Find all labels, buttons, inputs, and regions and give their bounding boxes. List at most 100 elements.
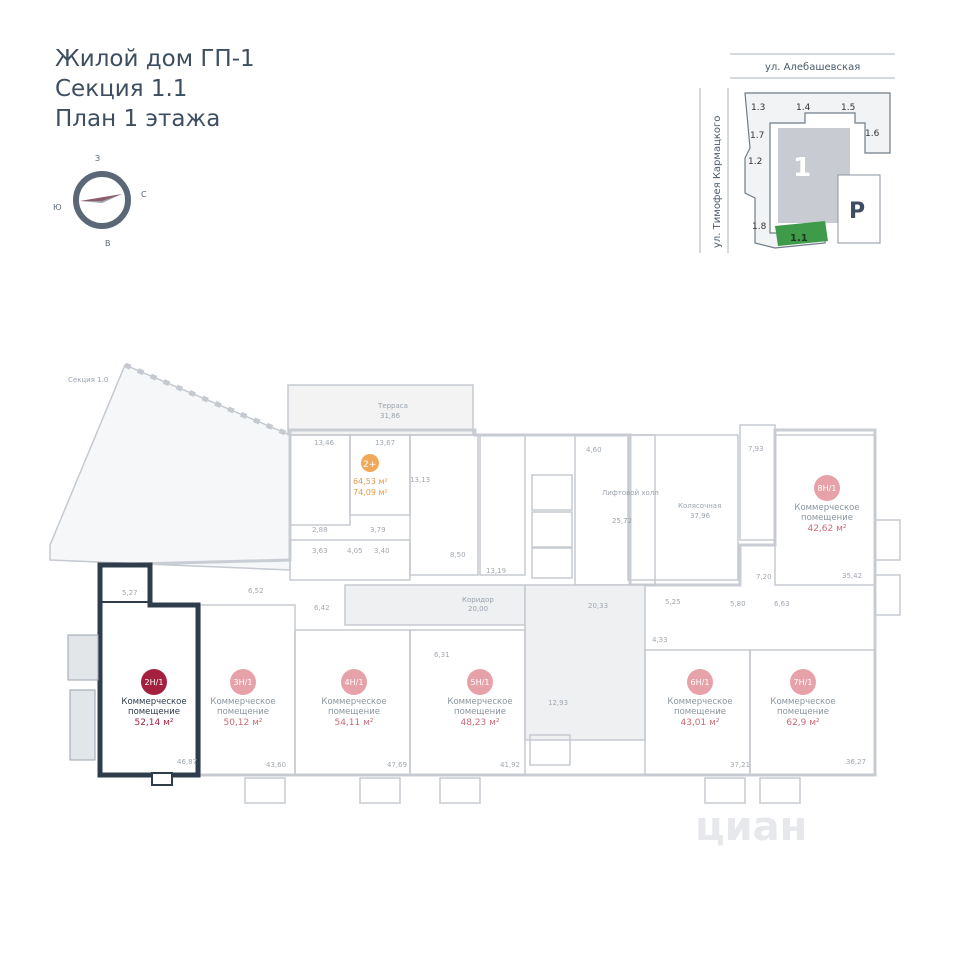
plan-walls xyxy=(49,362,901,804)
unit-area: 62,9 м² xyxy=(786,718,820,728)
floor-plan: 2+ 64,53 м² 74,09 м² Секция 1.0 Терраса … xyxy=(49,362,901,804)
unit-2n1-outline[interactable] xyxy=(67,562,201,786)
apartment-rooms: 2+ xyxy=(363,460,376,470)
unit-type-label: помещение xyxy=(328,707,380,717)
room-area-label: 4,33 xyxy=(652,636,668,644)
key-plan: ул. Алебашевская ул. Тимофея Кармацкого … xyxy=(699,53,895,253)
unit-badge[interactable] xyxy=(341,669,367,695)
keyplan-section-1-8: 1.8 xyxy=(752,222,767,232)
corridor-area: 20,00 xyxy=(468,605,488,613)
room-area-label: 12,93 xyxy=(548,699,568,707)
room-area-label: 6,31 xyxy=(434,651,450,659)
plan-title: Жилой дом ГП-1 Секция 1.1 План 1 этажа xyxy=(55,44,255,134)
room-area-label: 7,93 xyxy=(748,445,764,453)
unit-type-label: помещение xyxy=(801,513,853,523)
unit-type-label: Коммерческое xyxy=(794,503,859,513)
unit-type-label: помещение xyxy=(454,707,506,717)
room-area-label: 6,42 xyxy=(314,604,330,612)
room-area-label: 46,87 xyxy=(177,758,197,766)
title-section: Секция 1.1 xyxy=(55,76,188,102)
room-area-label: 7,20 xyxy=(756,573,772,581)
lift-hall-area: 25,72 xyxy=(612,517,632,525)
keyplan-section-1-5: 1.5 xyxy=(841,103,855,113)
unit-area: 54,11 м² xyxy=(334,718,373,728)
title-building: Жилой дом ГП-1 xyxy=(55,46,255,72)
room-area-label: 35,42 xyxy=(842,572,862,580)
unit-type-label: помещение xyxy=(217,707,269,717)
unit-id: 5Н/1 xyxy=(471,678,490,687)
room-area-label: 13,19 xyxy=(486,567,506,575)
unit-type-label: помещение xyxy=(777,707,829,717)
unit-area: 42,62 м² xyxy=(807,524,846,534)
unit-badge[interactable] xyxy=(141,669,167,695)
room-area-label: 5,80 xyxy=(730,600,746,608)
unit-id: 2Н/1 xyxy=(145,678,164,687)
compass-east: С xyxy=(141,190,147,199)
keyplan-section-1-7: 1.7 xyxy=(750,131,764,141)
room-area-label: 5,27 xyxy=(122,589,138,597)
stroller-room-area: 37,96 xyxy=(690,512,711,520)
street-left-label: ул. Тимофея Кармацкого xyxy=(712,116,723,248)
unit-type-label: Коммерческое xyxy=(447,697,512,707)
keyplan-section-1-2: 1.2 xyxy=(748,157,762,167)
room-area-label: 47,69 xyxy=(387,761,407,769)
unit-area: 48,23 м² xyxy=(460,718,499,728)
unit-type-label: Коммерческое xyxy=(770,697,835,707)
apartment-badge[interactable] xyxy=(361,454,379,472)
unit-type-label: Коммерческое xyxy=(121,697,186,707)
unit-badge[interactable] xyxy=(467,669,493,695)
unit-badge[interactable] xyxy=(230,669,256,695)
unit-type-label: Коммерческое xyxy=(321,697,386,707)
apartment-area-1: 64,53 м² xyxy=(353,477,388,486)
unit-type-label: Коммерческое xyxy=(667,697,732,707)
unit-id: 7Н/1 xyxy=(794,678,813,687)
room-area-label: 20,33 xyxy=(588,602,608,610)
compass-south: В xyxy=(105,239,111,248)
unit-badge[interactable] xyxy=(814,475,840,501)
compass-icon: З В Ю С xyxy=(53,154,147,248)
unit-badge[interactable] xyxy=(790,669,816,695)
watermark-text: циан xyxy=(695,804,807,850)
room-area-label: 41,92 xyxy=(500,761,520,769)
room-area-label: 13,13 xyxy=(410,476,430,484)
unit-id: 4Н/1 xyxy=(345,678,364,687)
unit-area: 50,12 м² xyxy=(223,718,262,728)
unit-type-label: помещение xyxy=(128,707,180,717)
apartment-area-2: 74,09 м² xyxy=(353,488,388,497)
room-area-label: 6,63 xyxy=(774,600,790,608)
room-area-label: 4,05 xyxy=(347,547,363,555)
room-area-label: 37,21 xyxy=(730,761,750,769)
unit-type-label: Коммерческое xyxy=(210,697,275,707)
room-area-label: 13,46 xyxy=(314,439,335,447)
room-area-label: 2,88 xyxy=(312,526,328,534)
compass-west: Ю xyxy=(53,203,62,212)
unit-area: 43,01 м² xyxy=(680,718,719,728)
room-area-label: 36,27 xyxy=(846,758,866,766)
keyplan-section-1-1: 1.1 xyxy=(790,233,808,244)
room-area-label: 5,25 xyxy=(665,598,681,606)
unit-id: 3Н/1 xyxy=(234,678,253,687)
neighbor-section-label: Секция 1.0 xyxy=(68,376,108,384)
keyplan-building-number: 1 xyxy=(793,153,811,183)
keyplan-section-1-6: 1.6 xyxy=(865,129,880,139)
unit-badge[interactable] xyxy=(687,669,713,695)
terrace-name: Терраса xyxy=(377,402,408,410)
keyplan-section-1-1-highlight xyxy=(775,221,828,246)
keyplan-section-1-3: 1.3 xyxy=(751,103,765,113)
corridor-name: Коридор xyxy=(462,596,494,604)
room-area-label: 3,63 xyxy=(312,547,328,555)
cian-watermark-logo: циан xyxy=(695,804,807,850)
lift-hall-name: Лифтовой холл xyxy=(602,489,659,497)
room-area-label: 13,67 xyxy=(375,439,395,447)
keyplan-section-1-4: 1.4 xyxy=(796,103,811,113)
room-area-label: 3,40 xyxy=(374,547,390,555)
